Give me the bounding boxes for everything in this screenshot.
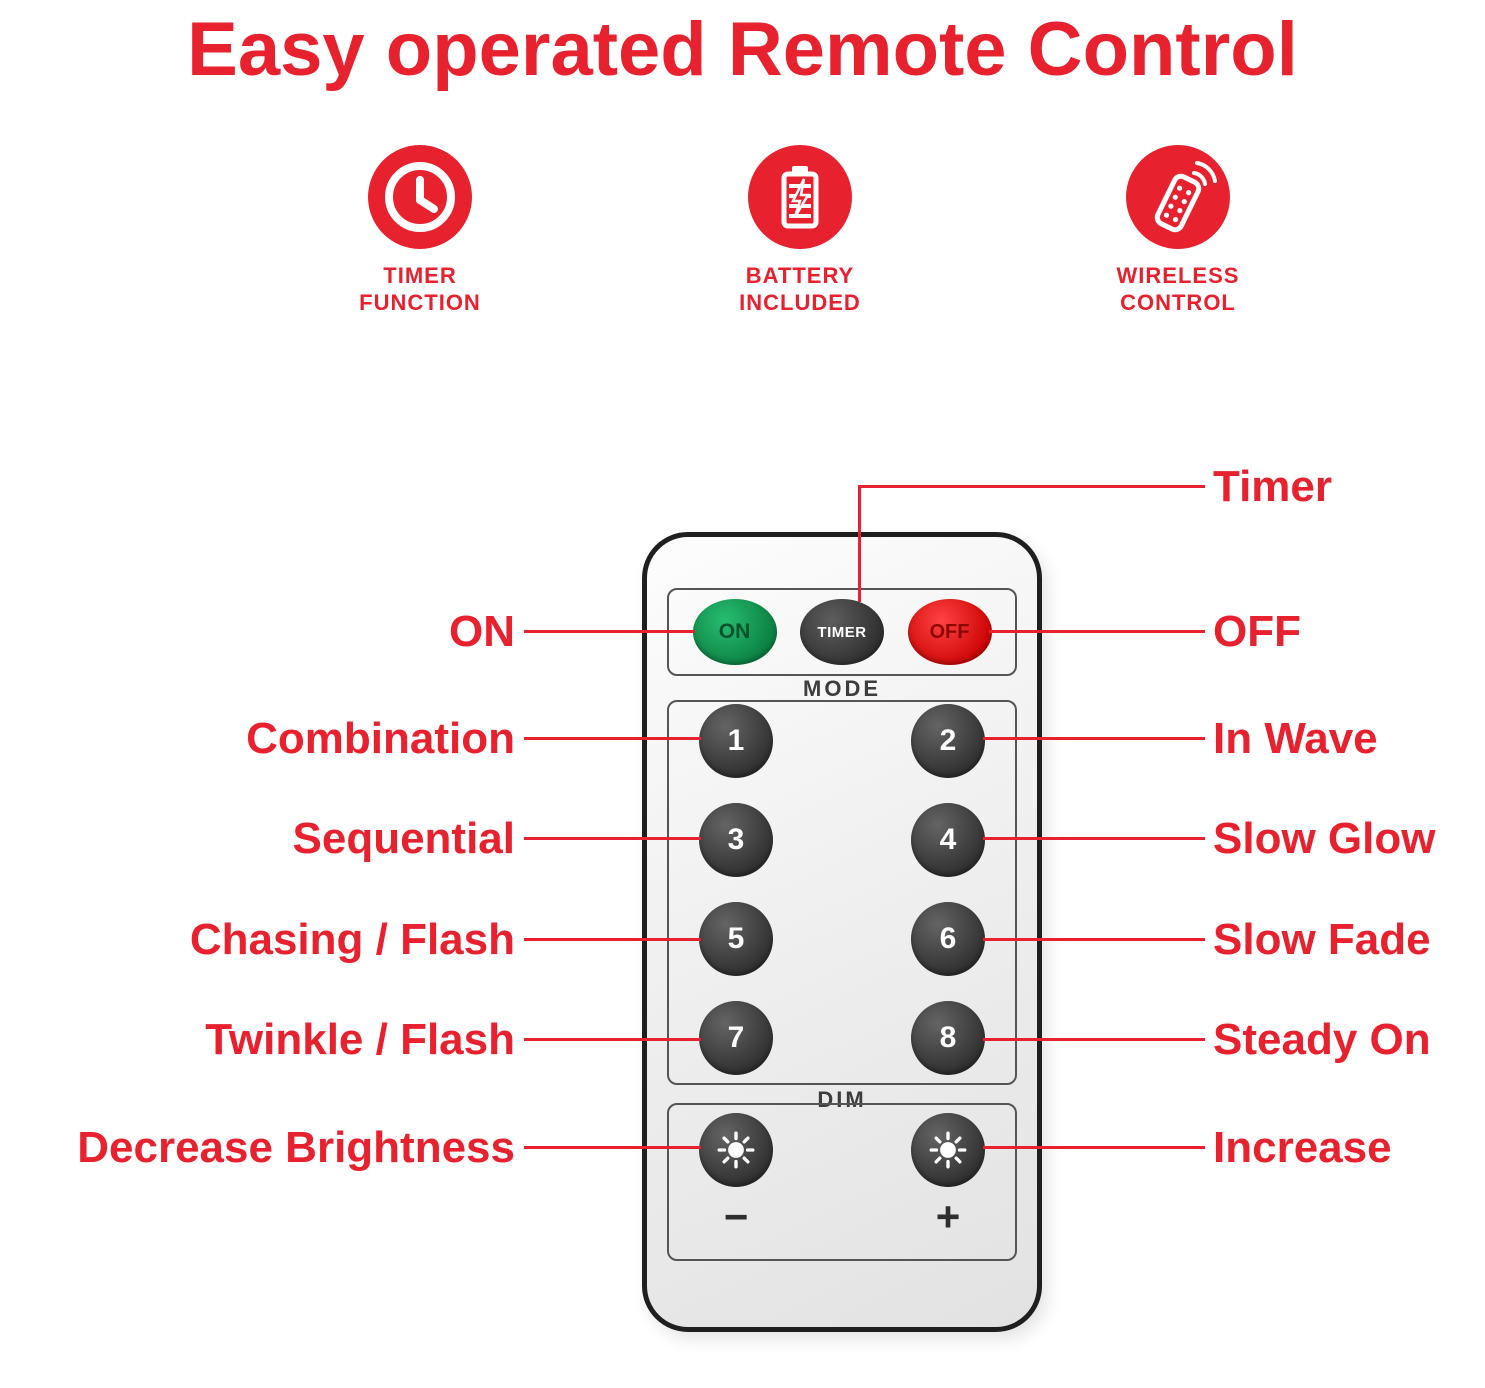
- plus-label: +: [935, 1193, 961, 1240]
- feature-timer-function: TIMER FUNCTION: [300, 145, 540, 316]
- brightness-up-button[interactable]: [911, 1113, 985, 1187]
- callout-slow-glow-label: Slow Glow: [1213, 814, 1436, 863]
- mode-button-6[interactable]: 6: [911, 902, 985, 976]
- mode-button-2[interactable]: 2: [911, 704, 985, 778]
- feature-label: WIRELESS CONTROL: [1116, 263, 1240, 315]
- steady-on-leader-line: [983, 1038, 1205, 1041]
- chasing-flash-leader-line: [524, 938, 701, 941]
- callout-slow-fade-label: Slow Fade: [1213, 915, 1431, 964]
- mode-button-7[interactable]: 7: [699, 1001, 773, 1075]
- off-button[interactable]: OFF: [907, 599, 992, 665]
- feature-label: TIMER FUNCTION: [359, 263, 481, 315]
- feature-label: BATTERY INCLUDED: [739, 263, 861, 315]
- on-button[interactable]: ON: [692, 599, 777, 665]
- callout-on-label: ON: [449, 607, 515, 656]
- combination-leader-line: [524, 737, 701, 740]
- callout-timer-label: Timer: [1213, 462, 1333, 511]
- mode-button-1[interactable]: 1: [699, 704, 773, 778]
- dim-section: − +: [667, 1103, 1017, 1261]
- increase-leader-line: [983, 1146, 1205, 1149]
- callout-increase-label: Increase: [1213, 1123, 1392, 1172]
- on-leader-line: [524, 630, 695, 633]
- mode-button-4[interactable]: 4: [911, 803, 985, 877]
- mode-section: 1 2 3 4 5 6 7 8: [667, 700, 1017, 1085]
- page-title: Easy operated Remote Control: [187, 7, 1298, 92]
- callout-decrease-brightness-label: Decrease Brightness: [77, 1123, 515, 1172]
- feature-battery-included: BATTERY INCLUDED: [680, 145, 920, 316]
- timer-button[interactable]: TIMER: [800, 599, 884, 665]
- slow-glow-leader-line: [983, 837, 1205, 840]
- off-leader-line: [989, 630, 1205, 633]
- mode-button-5[interactable]: 5: [699, 902, 773, 976]
- sun-icon: [717, 1131, 755, 1169]
- callout-twinkle-flash-label: Twinkle / Flash: [205, 1015, 515, 1064]
- twinkle-flash-leader-line: [524, 1038, 701, 1041]
- in-wave-leader-line: [983, 737, 1205, 740]
- mode-button-3[interactable]: 3: [699, 803, 773, 877]
- dim-section-label: DIM: [817, 1087, 867, 1112]
- callout-steady-on-label: Steady On: [1213, 1015, 1431, 1064]
- mode-button-8[interactable]: 8: [911, 1001, 985, 1075]
- remote-signal-icon: [1126, 145, 1230, 249]
- callout-off-label: OFF: [1213, 607, 1301, 656]
- sun-icon: [929, 1131, 967, 1169]
- callout-sequential-label: Sequential: [292, 814, 516, 863]
- callout-in-wave-label: In Wave: [1213, 714, 1378, 763]
- mode-section-label: MODE: [803, 676, 881, 701]
- power-section: ON TIMER OFF: [667, 588, 1017, 676]
- sequential-leader-line: [524, 837, 701, 840]
- brightness-down-button[interactable]: [699, 1113, 773, 1187]
- remote-control-body: ON TIMER OFF MODE 1 2 3 4 5 6 7 8 DIM: [642, 532, 1042, 1332]
- decrease-brightness-leader-line: [524, 1146, 701, 1149]
- minus-label: −: [723, 1193, 749, 1240]
- timer-leader-line-vertical: [858, 485, 861, 602]
- callout-combination-label: Combination: [246, 714, 515, 763]
- clock-icon: [368, 145, 472, 249]
- callout-chasing-flash-label: Chasing / Flash: [189, 915, 515, 964]
- timer-leader-line-horizontal: [858, 485, 1205, 488]
- slow-fade-leader-line: [983, 938, 1205, 941]
- battery-icon: [748, 145, 852, 249]
- feature-wireless-control: WIRELESS CONTROL: [1058, 145, 1298, 316]
